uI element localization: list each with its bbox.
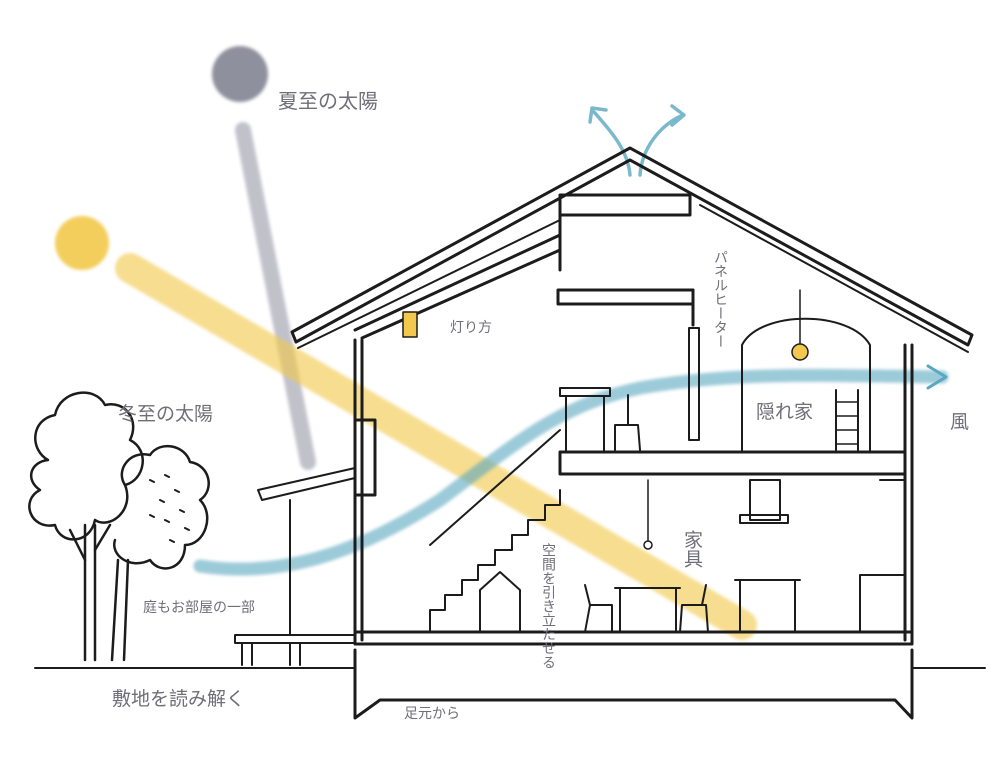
winter-sun-ray bbox=[115, 253, 757, 640]
panel-heater-label: パネルヒーター bbox=[712, 250, 728, 348]
summer-sun-icon bbox=[212, 46, 268, 102]
trees bbox=[28, 391, 210, 662]
from-foot-label: 足元から bbox=[404, 706, 460, 722]
summer-sun-label: 夏至の太陽 bbox=[278, 89, 378, 113]
roof bbox=[290, 146, 974, 347]
reading-site-label: 敷地を読み解く bbox=[112, 688, 245, 710]
house-section bbox=[34, 146, 986, 720]
garden-room-label: 庭もお部屋の一部 bbox=[143, 599, 255, 616]
furniture-label: 家具 bbox=[681, 530, 703, 568]
winter-sun-icon bbox=[55, 216, 109, 270]
lighting-label: 灯り方 bbox=[450, 320, 492, 336]
wind-arrow-icon bbox=[926, 364, 948, 390]
hidden-house-label: 隠れ家 bbox=[756, 401, 813, 423]
wind-label: 風 bbox=[950, 411, 969, 433]
summer-sun-ray bbox=[235, 122, 316, 470]
space-division-label: 空間を引き立たせる bbox=[540, 543, 556, 669]
winter-sun-label: 冬至の太陽 bbox=[118, 403, 213, 425]
wind-flow bbox=[193, 364, 949, 576]
